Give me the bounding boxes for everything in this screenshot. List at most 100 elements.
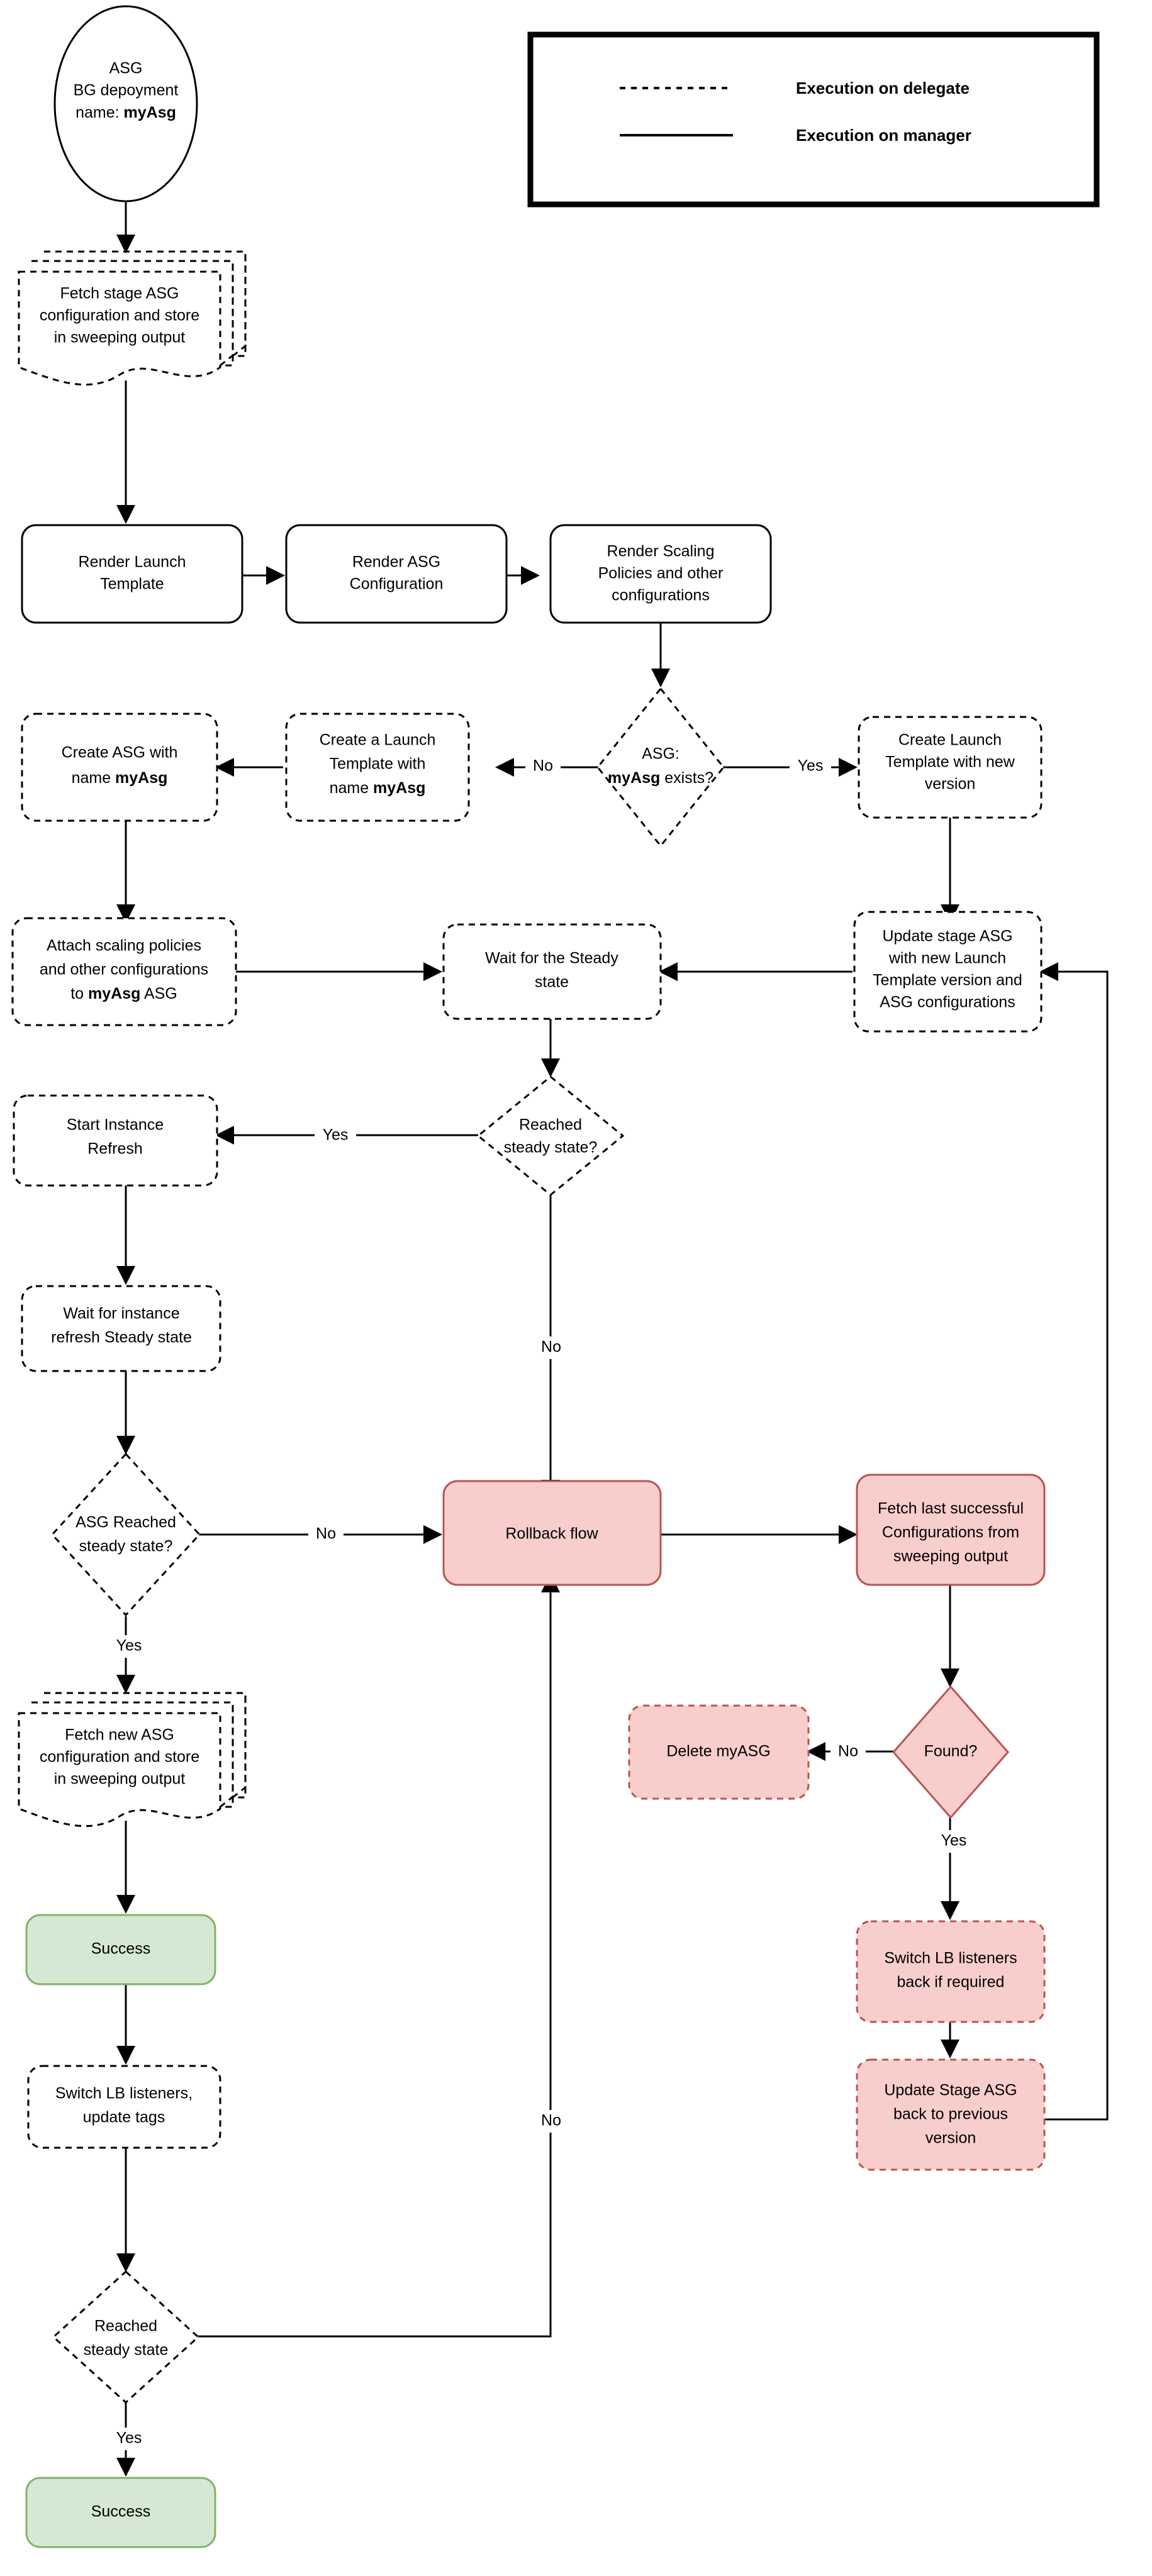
label-no-asg-exists: No	[533, 757, 553, 775]
node-success1-label: Success	[91, 1940, 150, 1958]
node-asgreached-line1: ASG Reached	[75, 1514, 176, 1531]
legend-box	[527, 31, 1100, 208]
node-updatestageback-line2: back to previous	[893, 2106, 1008, 2123]
label-yes-reached-steady: Yes	[323, 1126, 349, 1144]
node-switchlbtags-line1: Switch LB listeners,	[55, 2085, 193, 2102]
node-wait-for-steady-state[interactable]: Wait for the Steady state	[442, 923, 662, 1020]
node-create-asg-named[interactable]: Create ASG with name myAsg	[21, 713, 218, 822]
node-asg-exists-line2: myAsg exists?	[608, 769, 713, 787]
node-asgreached-line2: steady state?	[79, 1538, 173, 1555]
node-create-launch-template-new-version[interactable]: Create Launch Template with new version	[858, 716, 1043, 819]
node-reached-steady-state-decision[interactable]: Reached steady state?	[476, 1075, 625, 1196]
node-attach-line1: Attach scaling policies	[47, 937, 201, 955]
node-create-asg-line1: Create ASG with	[62, 744, 178, 762]
node-updatestageback-line3: version	[926, 2129, 976, 2147]
node-render-launch-template[interactable]: Render Launch Template	[21, 524, 243, 624]
node-updatestageback-line1: Update Stage ASG	[884, 2082, 1017, 2099]
node-found-label: Found?	[924, 1743, 978, 1760]
edge-updatestageback-feedback	[1038, 962, 1109, 2121]
node-delete-myasg[interactable]: Delete myASG	[628, 1704, 810, 1800]
node-render-asg-configuration[interactable]: Render ASG Configuration	[285, 524, 508, 624]
node-startrefresh-line1: Start Instance	[67, 1116, 164, 1134]
node-waitsteady-line2: state	[535, 974, 569, 991]
node-fetch-last-successful[interactable]: Fetch last successful Configurations fro…	[856, 1474, 1046, 1586]
node-reachedsteady-line2: steady state?	[504, 1139, 598, 1157]
node-attach-line3: to myAsg ASG	[70, 985, 177, 1002]
node-fetchnew-line2: configuration and store	[40, 1748, 199, 1766]
label-no-asg-reached: No	[316, 1525, 336, 1543]
node-fetchlast-line3: sweeping output	[893, 1548, 1008, 1565]
node-reached-steady-state-final[interactable]: Reached steady state	[52, 2270, 200, 2404]
node-render-scaling-policies[interactable]: Render Scaling Policies and other config…	[549, 524, 772, 624]
node-create-ltnamed-line2: Template with	[330, 755, 426, 773]
node-success-1[interactable]: Success	[25, 1914, 216, 1985]
node-fetchlast-line1: Fetch last successful	[878, 1500, 1024, 1518]
node-fetch-stage-line2: configuration and store	[40, 307, 199, 325]
node-fetchlast-line2: Configurations from	[882, 1524, 1019, 1541]
legend-label-manager: Execution on manager	[796, 126, 971, 145]
node-update-stage-asg[interactable]: Update stage ASG with new Launch Templat…	[853, 911, 1043, 1033]
node-switchlbback-line2: back if required	[897, 1974, 1005, 1991]
node-found-decision[interactable]: Found?	[892, 1685, 1009, 1819]
node-start-line1: ASG	[109, 60, 143, 77]
node-waitsteady-line1: Wait for the Steady	[485, 950, 618, 967]
node-waitrefresh-line1: Wait for instance	[63, 1305, 179, 1323]
node-fetch-stage-line1: Fetch stage ASG	[60, 285, 179, 303]
label-yes-asg-exists: Yes	[798, 757, 824, 775]
node-create-asg-line2: name myAsg	[72, 769, 168, 787]
node-asg-exists-decision[interactable]: ASG: myAsg exists?	[596, 687, 725, 848]
node-waitrefresh-line2: refresh Steady state	[51, 1329, 192, 1346]
node-success-2[interactable]: Success	[25, 2477, 216, 2548]
label-no-reached-steady: No	[541, 1338, 561, 1356]
node-asg-reached-steady-decision[interactable]: ASG Reached steady state?	[50, 1452, 201, 1617]
node-attach-line2: and other configurations	[40, 961, 208, 979]
node-reachedsteady-line1: Reached	[519, 1116, 582, 1134]
node-render-asg-line2: Configuration	[350, 575, 444, 593]
node-update-stage-asg-back[interactable]: Update Stage ASG back to previous versio…	[856, 2058, 1046, 2171]
node-create-ltnew-line2: Template with new	[885, 753, 1015, 771]
node-delete-label: Delete myASG	[666, 1743, 770, 1760]
node-switch-lb-update-tags[interactable]: Switch LB listeners, update tags	[27, 2065, 221, 2149]
node-render-lt-line2: Template	[100, 575, 164, 593]
node-updatestage-line4: ASG configurations	[880, 994, 1015, 1011]
node-attach-scaling-policies[interactable]: Attach scaling policies and other config…	[11, 917, 237, 1026]
node-fetch-stage-line3: in sweeping output	[54, 329, 186, 347]
node-rollback-label: Rollback flow	[505, 1525, 598, 1543]
node-create-ltnew-line1: Create Launch	[898, 731, 1002, 749]
node-switchlbtags-line2: update tags	[83, 2109, 165, 2126]
node-create-launch-template-named[interactable]: Create a Launch Template with name myAsg	[285, 713, 470, 822]
edge-labels: No Yes Yes No No Yes No Yes No Yes	[108, 755, 975, 2450]
label-no-found: No	[838, 1743, 858, 1760]
node-fetch-stage-asg[interactable]: Fetch stage ASG configuration and store …	[18, 250, 247, 386]
node-start[interactable]: ASG BG depoyment name: myAsg	[53, 5, 198, 203]
node-create-ltnamed-line1: Create a Launch	[320, 731, 436, 749]
legend-label-delegate: Execution on delegate	[796, 79, 970, 97]
node-fetchnew-line1: Fetch new ASG	[65, 1726, 174, 1744]
node-switch-lb-listeners-back[interactable]: Switch LB listeners back if required	[856, 1920, 1046, 2023]
label-yes-found: Yes	[941, 1832, 967, 1850]
node-startrefresh-line2: Refresh	[87, 1140, 143, 1158]
node-reachedsteady2-line1: Reached	[94, 2318, 157, 2335]
node-fetch-new-asg[interactable]: Fetch new ASG configuration and store in…	[18, 1692, 247, 1828]
node-reachedsteady2-line2: steady state	[84, 2341, 169, 2359]
node-rollback-flow[interactable]: Rollback flow	[442, 1480, 662, 1586]
node-render-scaling-line3: configurations	[612, 587, 710, 604]
node-start-instance-refresh[interactable]: Start Instance Refresh	[13, 1094, 218, 1187]
node-render-scaling-line2: Policies and other	[598, 565, 724, 582]
node-updatestage-line3: Template version and	[873, 972, 1022, 989]
node-render-lt-line1: Render Launch	[79, 553, 186, 571]
node-create-ltnew-line3: version	[925, 775, 976, 793]
label-yes-final: Yes	[116, 2429, 142, 2447]
edge-reachedsteady2-no	[198, 1574, 560, 2338]
node-render-asg-line1: Render ASG	[352, 553, 440, 571]
node-fetchnew-line3: in sweeping output	[54, 1770, 186, 1788]
node-render-scaling-line1: Render Scaling	[607, 543, 715, 560]
node-updatestage-line1: Update stage ASG	[882, 928, 1012, 945]
node-wait-instance-refresh[interactable]: Wait for instance refresh Steady state	[21, 1285, 221, 1372]
node-asg-exists-line1: ASG:	[642, 745, 679, 763]
node-updatestage-line2: with new Launch	[888, 950, 1006, 967]
node-start-line2: BG depoyment	[74, 82, 179, 99]
label-yes-asg-reached: Yes	[116, 1637, 142, 1655]
